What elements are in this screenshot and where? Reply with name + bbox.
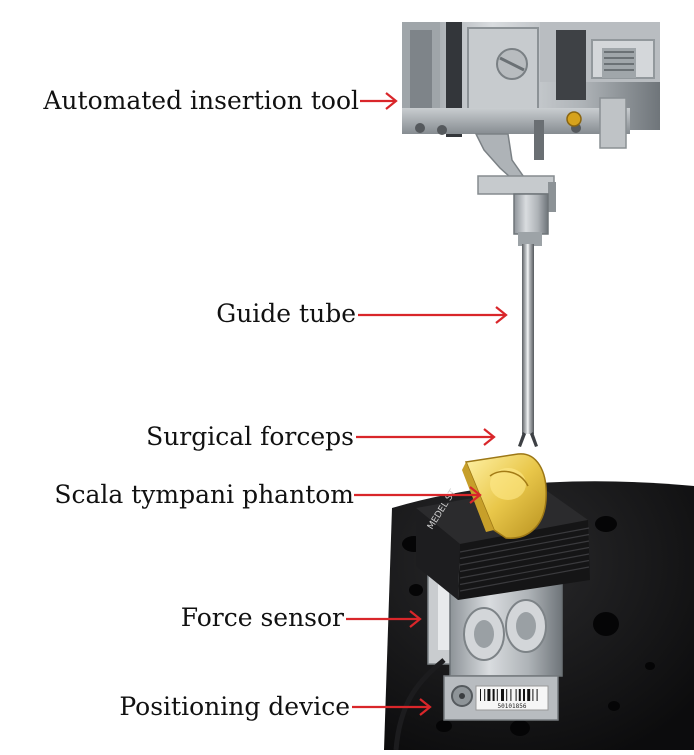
mount-layer-line [459,553,590,579]
insertion-tool-photo [402,22,660,246]
arrow-guide-tube-head [495,306,508,324]
arrow-insertion-tool [360,92,398,110]
mount-layer-line [459,566,590,592]
arrow-scala-tympani-phantom-head [469,486,482,504]
barcode-bar [515,689,517,701]
scala-tympani-phantom-photo [462,453,547,539]
barcode-sticker: 50101856 [475,685,549,711]
arrow-surgical-forceps [356,428,496,446]
sensor-cable [393,658,446,751]
arrow-insertion-tool-head [385,92,398,110]
barcode-bar [506,689,508,701]
label-scala-tympani-phantom: Scala tympani phantom [54,480,354,509]
barcode-bar [501,689,504,701]
arrow-force-sensor [346,610,422,628]
mount-layer-line [459,546,590,573]
barcode-bar [496,689,498,701]
arrow-positioning-device [352,698,432,716]
mount-layer-line [459,540,590,566]
arrow-force-sensor-head [409,610,422,628]
mount-layer-line [459,527,590,553]
label-positioning-device: Positioning device [119,692,350,721]
barcode-bar [518,689,521,701]
label-automated-insertion-tool: Automated insertion tool [43,86,359,115]
arrow-guide-tube [358,306,508,324]
barcode-bar [484,689,486,701]
barcode-number: 50101856 [498,703,527,710]
barcode-bar [480,689,481,701]
barcode-bar [523,689,525,701]
arrow-scala-tympani-phantom [354,486,482,504]
arrow-positioning-device-head [419,698,432,716]
label-force-sensor: Force sensor [180,603,344,632]
barcode-bar [510,689,512,701]
arrow-surgical-forceps-head [483,428,496,446]
barcode-bar [532,689,534,701]
label-surgical-forceps: Surgical forceps [146,422,354,451]
mount-layer-line [459,533,590,560]
barcode-bar [492,689,495,701]
barcode-bar [527,689,531,701]
barcode-bar [487,689,491,701]
label-guide-tube: Guide tube [216,299,356,328]
barcode-bar [536,689,538,701]
mount-layer-line [459,559,590,586]
guide-tube-photo [522,244,534,434]
forceps-photo [518,432,538,447]
